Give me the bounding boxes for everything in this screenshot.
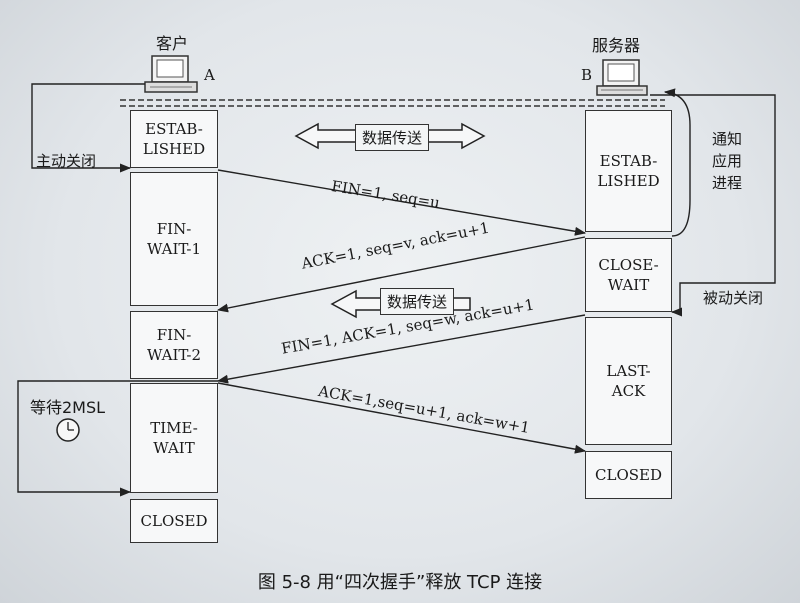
data-transfer-label: 数据传送 [355, 124, 430, 151]
client-state-established: ESTAB- LISHED [130, 110, 218, 168]
wait-2msl-bracket [17, 380, 218, 497]
server-state-close-wait: CLOSE- WAIT [585, 238, 672, 312]
server-label: 服务器 [592, 36, 641, 55]
data-transfer-2-label: 数据传送 [380, 288, 455, 315]
client-computer-icon [144, 55, 198, 93]
ack1-arrow [216, 236, 586, 313]
active-close-label: 主动关闭 [36, 152, 97, 170]
fin2-arrow [216, 314, 586, 384]
figure-caption: 图 5-8 用“四次握手”释放 TCP 连接 [257, 572, 543, 593]
passive-close-label: 被动关闭 [703, 289, 764, 307]
server-computer-icon [596, 59, 648, 96]
server-state-last-ack: LAST- ACK [585, 317, 672, 445]
server-state-closed: CLOSED [585, 451, 672, 499]
passive-close-line [650, 94, 776, 317]
server-letter: B [581, 66, 593, 84]
ack2-arrow [217, 382, 587, 454]
server-state-established: ESTAB- LISHED [585, 110, 672, 232]
client-state-closed: CLOSED [130, 499, 218, 543]
client-state-fin-wait-2: FIN- WAIT-2 [130, 311, 218, 379]
wait-2msl-label: 等待2MSL [30, 398, 106, 417]
client-label: 客户 [156, 34, 189, 53]
clock-icon [56, 418, 80, 442]
notify-app-line [663, 88, 691, 237]
fin1-arrow [217, 169, 587, 236]
client-letter: A [204, 66, 215, 84]
client-state-fin-wait-1: FIN- WAIT-1 [130, 172, 218, 306]
network-link [120, 99, 665, 107]
client-state-time-wait: TIME- WAIT [130, 383, 218, 493]
notify-app-label: 通知 应用 进程 [712, 130, 743, 192]
active-close-line [31, 83, 145, 173]
